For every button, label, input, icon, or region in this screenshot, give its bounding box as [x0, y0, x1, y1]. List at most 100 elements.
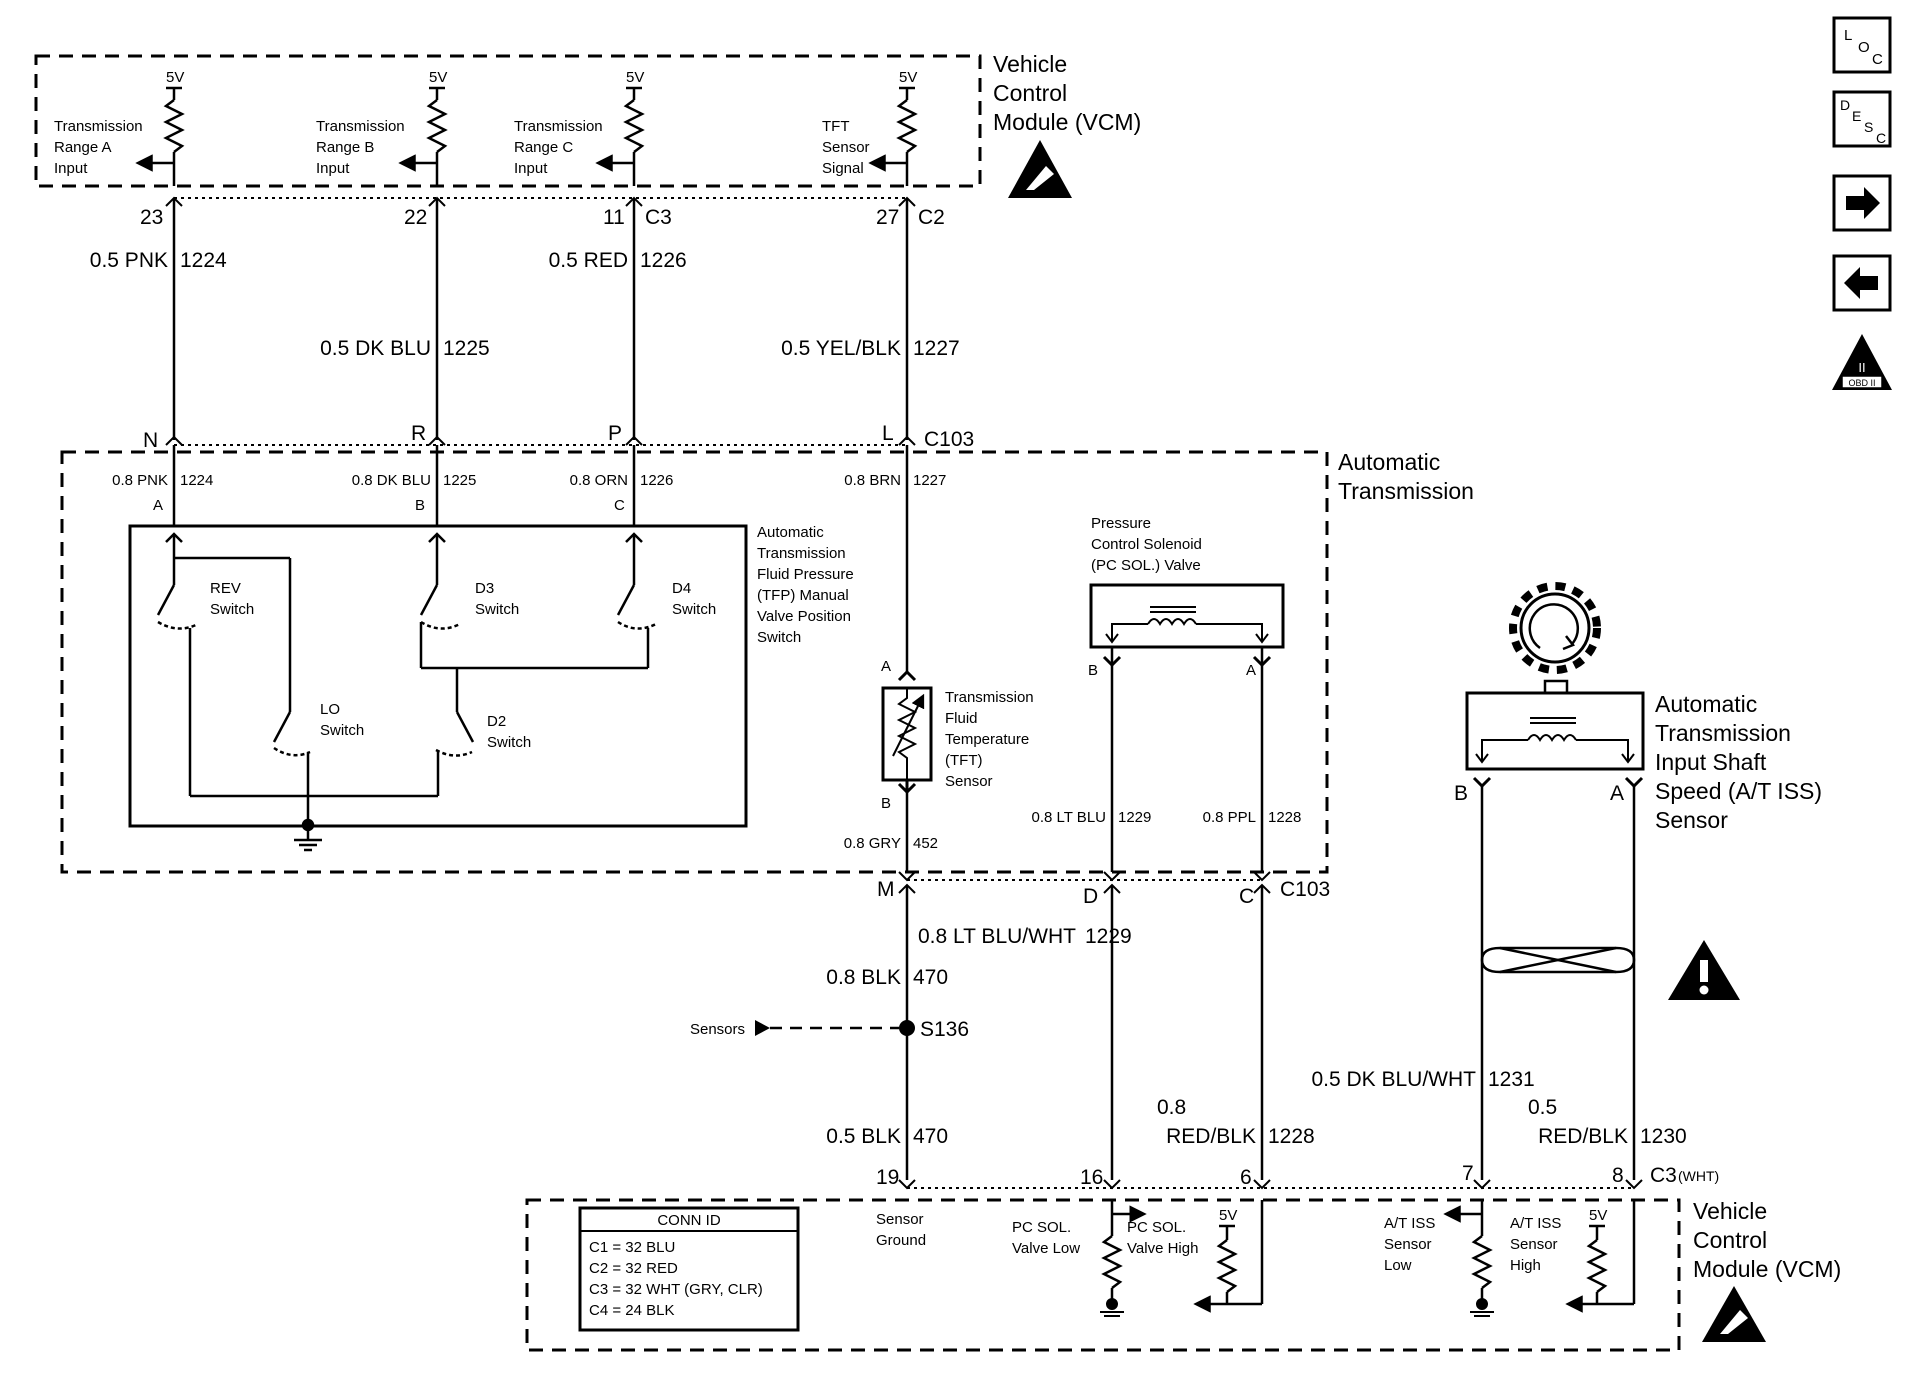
svg-text:C: C	[614, 497, 625, 514]
svg-text:1227: 1227	[913, 337, 960, 360]
svg-text:Transmission: Transmission	[945, 689, 1034, 706]
svg-text:Fluid: Fluid	[945, 710, 978, 727]
c103-upper-row	[166, 437, 915, 445]
inner-wires	[174, 445, 907, 672]
svg-text:Low: Low	[1384, 1257, 1412, 1274]
next-arrow-icon[interactable]	[1834, 176, 1890, 230]
svg-text:Sensor: Sensor	[1384, 1236, 1432, 1253]
svg-text:Automatic: Automatic	[757, 524, 824, 541]
top-5v-labels: 5V 5V 5V 5V	[166, 69, 917, 86]
svg-text:0.5 DK BLU: 0.5 DK BLU	[320, 337, 431, 360]
svg-text:P: P	[608, 422, 622, 445]
tfp-switch-box	[130, 526, 746, 826]
iss-twisted-pair	[1482, 786, 1634, 1180]
svg-text:1228: 1228	[1268, 809, 1301, 826]
svg-text:0.8 LT BLU/WHT: 0.8 LT BLU/WHT	[918, 925, 1076, 948]
svg-text:Transmission: Transmission	[757, 545, 846, 562]
top-vcm-box	[36, 56, 980, 186]
svg-text:C2: C2	[918, 206, 945, 229]
obd-ii-icon[interactable]: II OBD II	[1832, 334, 1892, 390]
bottom-vcm-internals	[1104, 1200, 1634, 1313]
svg-text:0.8 GRY: 0.8 GRY	[844, 835, 901, 852]
svg-text:0.8: 0.8	[1157, 1096, 1186, 1119]
prev-arrow-icon[interactable]	[1834, 256, 1890, 310]
svg-text:M: M	[877, 878, 895, 901]
svg-text:C4 = 24 BLK: C4 = 24 BLK	[589, 1302, 674, 1319]
svg-text:Switch: Switch	[487, 734, 531, 751]
svg-text:Sensors: Sensors	[690, 1021, 745, 1038]
svg-text:0.5 YEL/BLK: 0.5 YEL/BLK	[781, 337, 901, 360]
svg-text:Input: Input	[316, 160, 350, 177]
svg-text:A: A	[1246, 662, 1256, 679]
switch-labels: REV Switch D3 Switch D4 Switch LO Switch…	[210, 580, 716, 751]
svg-text:0.5 DK BLU/WHT: 0.5 DK BLU/WHT	[1311, 1068, 1476, 1091]
svg-text:C103: C103	[924, 428, 974, 451]
tft-label: Transmission Fluid Temperature (TFT) Sen…	[945, 689, 1034, 790]
svg-text:27: 27	[876, 206, 899, 229]
c103-upper-pins: N R P L C103	[143, 422, 974, 452]
svg-text:0.8 BRN: 0.8 BRN	[844, 472, 901, 489]
svg-text:Control: Control	[1693, 1227, 1767, 1253]
bottom-vcm-box	[527, 1200, 1679, 1350]
svg-text:5V: 5V	[1589, 1207, 1607, 1224]
svg-text:Control: Control	[993, 80, 1067, 106]
tfp-switch-ground	[294, 820, 322, 850]
svg-text:D: D	[1840, 97, 1850, 113]
svg-text:Speed (A/T ISS): Speed (A/T ISS)	[1655, 778, 1822, 804]
svg-text:0.5: 0.5	[1528, 1096, 1557, 1119]
svg-text:Temperature: Temperature	[945, 731, 1029, 748]
svg-text:Input: Input	[54, 160, 88, 177]
svg-text:16: 16	[1080, 1166, 1103, 1189]
svg-text:A: A	[881, 658, 891, 675]
svg-text:D: D	[1083, 885, 1098, 908]
svg-text:Ground: Ground	[876, 1232, 926, 1249]
top-pin-numbers: 23 22 11 C3 27 C2	[140, 206, 945, 229]
s136-splice	[755, 1020, 915, 1036]
svg-text:1224: 1224	[180, 472, 213, 489]
svg-text:High: High	[1510, 1257, 1541, 1274]
svg-text:Range B: Range B	[316, 139, 374, 156]
svg-text:Fluid Pressure: Fluid Pressure	[757, 566, 854, 583]
svg-text:Module (VCM): Module (VCM)	[993, 109, 1141, 135]
svg-text:Switch: Switch	[757, 629, 801, 646]
svg-text:7: 7	[1462, 1162, 1474, 1185]
tft-pin-labels: A B	[881, 658, 891, 812]
switch-pin-letters: A B C	[153, 497, 625, 514]
svg-text:A: A	[153, 497, 163, 514]
pc-solenoid	[1091, 585, 1283, 872]
tft-wire-label: 0.8 GRY 452	[844, 835, 938, 852]
pc-solenoid-label: Pressure Control Solenoid (PC SOL.) Valv…	[1091, 515, 1202, 574]
lower-wire-labels: 0.8 LT BLU/WHT 1229 0.8 BLK 470 S136 Sen…	[690, 925, 1687, 1148]
top-connector-row	[166, 198, 915, 206]
svg-text:Module (VCM): Module (VCM)	[1693, 1256, 1841, 1282]
svg-text:PC SOL.: PC SOL.	[1127, 1219, 1186, 1236]
svg-text:Switch: Switch	[320, 722, 364, 739]
svg-text:Sensor: Sensor	[876, 1211, 924, 1228]
svg-text:Valve High: Valve High	[1127, 1240, 1198, 1257]
svg-text:5V: 5V	[166, 69, 184, 86]
svg-text:0.8 BLK: 0.8 BLK	[826, 966, 901, 989]
svg-text:E: E	[1852, 108, 1861, 124]
svg-text:1225: 1225	[443, 337, 490, 360]
svg-text:Transmission: Transmission	[54, 118, 143, 135]
svg-text:470: 470	[913, 1125, 948, 1148]
svg-text:Input Shaft: Input Shaft	[1655, 749, 1767, 775]
svg-text:PC SOL.: PC SOL.	[1012, 1219, 1071, 1236]
loc-icon[interactable]: L O C	[1834, 18, 1890, 72]
svg-text:Switch: Switch	[475, 601, 519, 618]
svg-text:C3: C3	[1650, 1164, 1677, 1187]
svg-text:Control Solenoid: Control Solenoid	[1091, 536, 1202, 553]
svg-text:A/T ISS: A/T ISS	[1384, 1215, 1435, 1232]
auto-trans-box	[62, 452, 1327, 872]
svg-text:S: S	[1864, 119, 1873, 135]
top-pullups	[135, 88, 915, 186]
desc-icon[interactable]: D E S C	[1834, 92, 1890, 146]
svg-text:LO: LO	[320, 701, 340, 718]
svg-text:N: N	[143, 429, 158, 452]
svg-text:B: B	[415, 497, 425, 514]
svg-text:Sensor: Sensor	[945, 773, 993, 790]
inner-wire-labels: 0.8 PNK 1224 0.8 DK BLU 1225 0.8 ORN 122…	[112, 472, 946, 489]
svg-text:5V: 5V	[899, 69, 917, 86]
svg-text:Vehicle: Vehicle	[1693, 1198, 1767, 1224]
top-vcm-title: Vehicle Control Module (VCM)	[993, 51, 1141, 135]
